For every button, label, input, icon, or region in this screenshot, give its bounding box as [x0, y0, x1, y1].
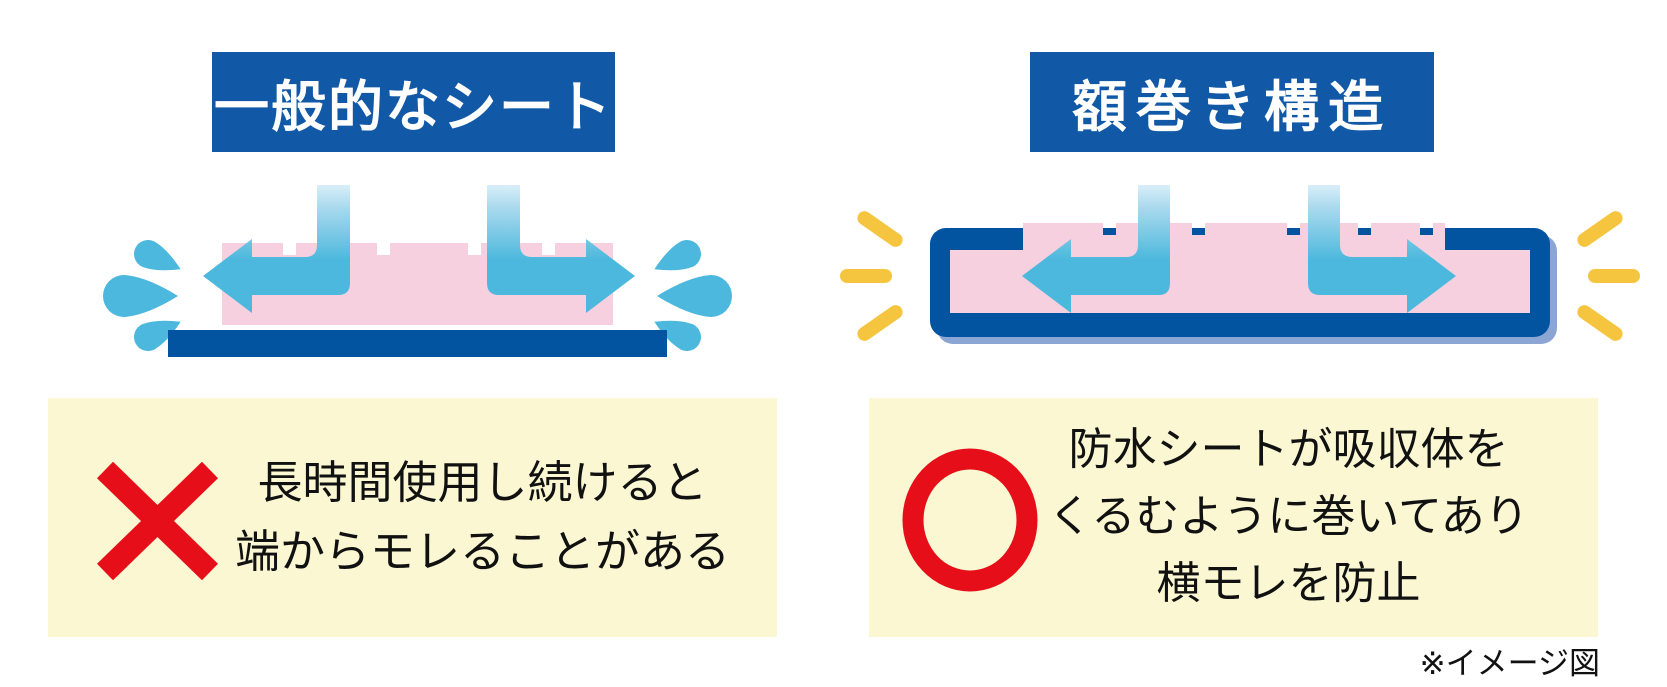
caption-line: 横モレを防止 — [1156, 558, 1421, 608]
caption-box-wrapped — [869, 398, 1598, 637]
panel-header-general: 一般的なシート — [212, 52, 615, 152]
backsheet-bar — [168, 330, 667, 357]
liquid-arrow-icon-left — [1022, 185, 1170, 313]
caption-line: 防水シートが吸収体を — [1068, 425, 1509, 475]
liquid-arrow-icon-right — [487, 185, 635, 313]
caption-text-wrapped: 防水シートが吸収体を くるむように巻いてあり 横モレを防止 — [1039, 398, 1538, 637]
caption-line: くるむように巻いてあり — [1048, 492, 1529, 542]
liquid-arrow-icon-left — [203, 185, 350, 313]
caption-line: 端からモレることがある — [234, 525, 730, 577]
circle-mark-icon — [902, 448, 1038, 592]
caption-text-general: 長時間使用し続けると 端からモレることがある — [198, 398, 767, 637]
liquid-arrow-icon-right — [1308, 185, 1456, 313]
leak-diagram — [103, 185, 732, 357]
image-disclaimer: ※イメージ図 — [1419, 646, 1600, 681]
sparkle-icon-right — [1574, 208, 1640, 344]
cross-mark-icon — [96, 462, 219, 580]
wrapped-diagram — [840, 185, 1640, 344]
panel-header-wrapped: 額巻き構造 — [1030, 52, 1434, 152]
sparkle-icon-left — [840, 208, 906, 344]
caption-line: 長時間使用し続けると — [257, 457, 708, 509]
